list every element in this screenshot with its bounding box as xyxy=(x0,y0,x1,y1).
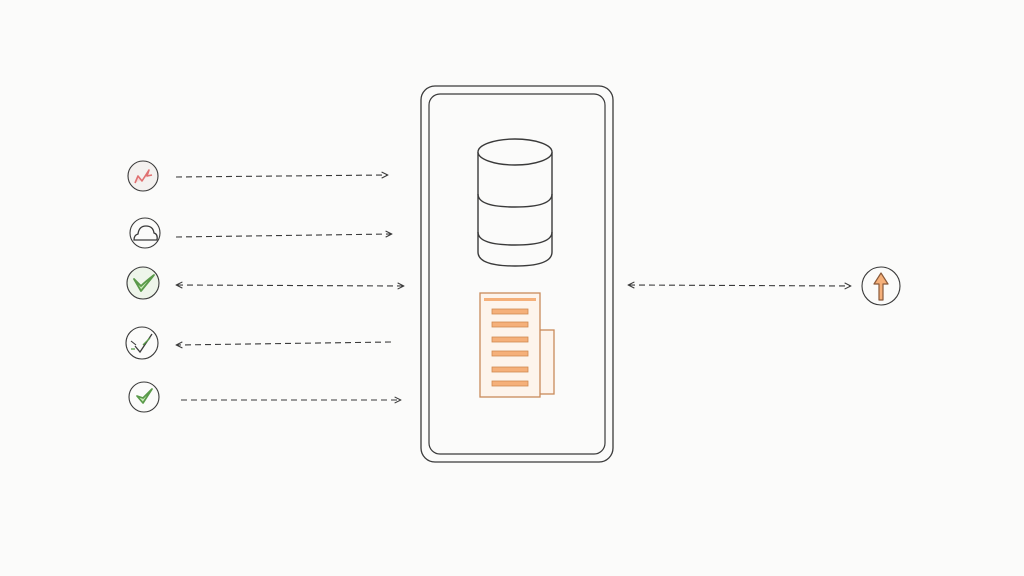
source-node-4 xyxy=(125,326,159,360)
source-node-3 xyxy=(126,266,160,300)
connector-arrow-4 xyxy=(177,342,392,345)
document-stack-icon xyxy=(479,292,555,398)
database-icon xyxy=(477,138,553,267)
hub-container xyxy=(420,85,614,463)
connector-arrow-1 xyxy=(175,175,387,177)
green-check-icon xyxy=(133,274,155,292)
source-node-5 xyxy=(128,381,160,413)
cloud-icon xyxy=(133,225,158,241)
connector-arrow-2 xyxy=(175,234,391,237)
green-check-small-icon xyxy=(136,388,153,404)
red-trend-icon xyxy=(134,169,153,184)
source-node-2 xyxy=(129,217,161,249)
source-node-1 xyxy=(127,160,159,192)
double-check-icon xyxy=(130,333,153,354)
connector-arrow-target xyxy=(629,285,850,286)
connector-arrow-3 xyxy=(177,285,403,286)
upload-arrow-icon xyxy=(873,272,889,301)
target-node xyxy=(861,266,901,306)
